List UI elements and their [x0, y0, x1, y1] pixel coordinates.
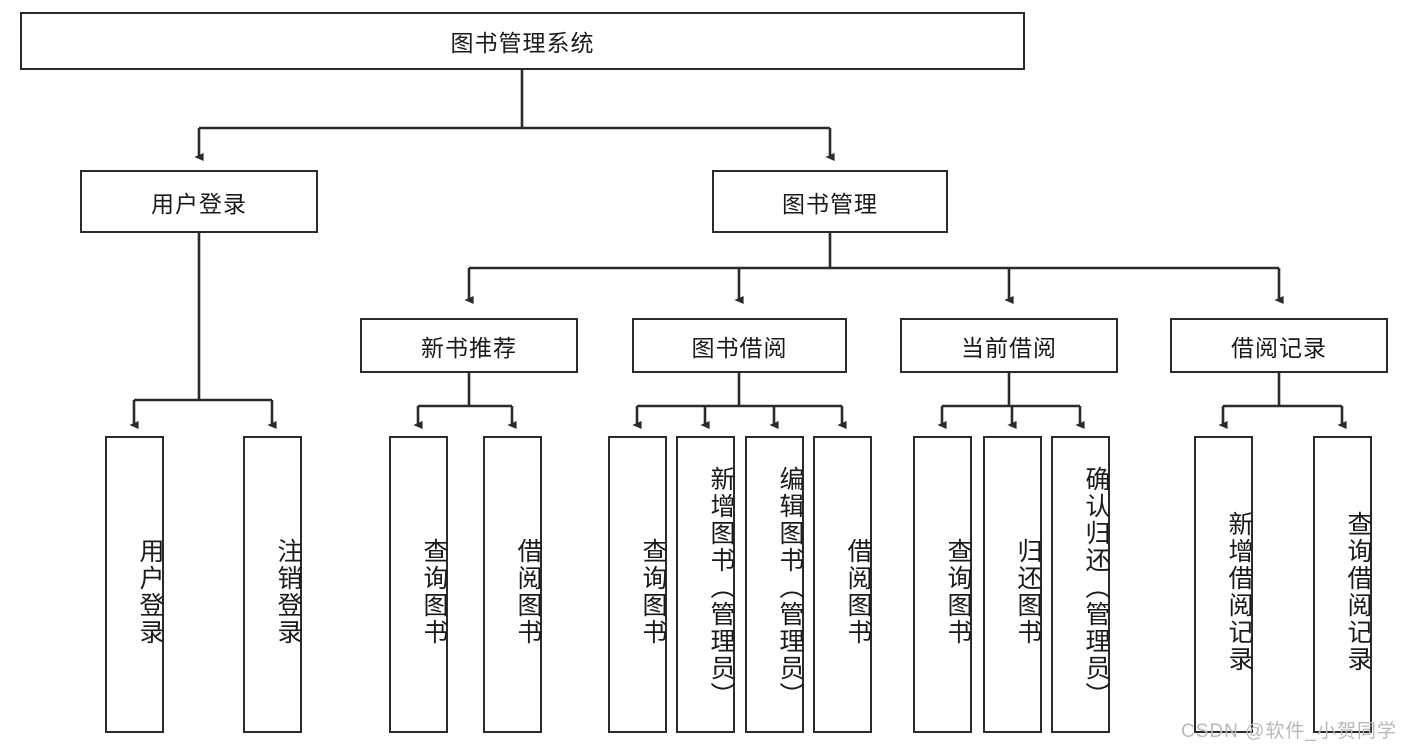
- node-leaf-user-login[interactable]: 用户登录: [105, 436, 164, 733]
- node-label: 用户登录: [136, 537, 164, 646]
- node-root-system[interactable]: 图书管理系统: [20, 12, 1025, 70]
- node-new-book-recommend[interactable]: 新书推荐: [360, 318, 578, 373]
- node-leaf-borrow-borrow-book[interactable]: 借阅图书: [813, 436, 872, 733]
- node-label: 确认归还（管理员）: [1082, 466, 1110, 709]
- node-borrow-record[interactable]: 借阅记录: [1170, 318, 1388, 373]
- node-label: 当前借阅: [961, 334, 1057, 361]
- node-leaf-borrow-edit-book[interactable]: 编辑图书（管理员）: [745, 436, 804, 733]
- node-label: 借阅图书: [844, 537, 872, 646]
- node-label: 图书管理: [782, 190, 878, 217]
- node-label: 图书借阅: [691, 334, 788, 361]
- node-label: 查询借阅记录: [1344, 510, 1372, 673]
- node-book-management[interactable]: 图书管理: [712, 170, 948, 233]
- node-leaf-borrow-add-book[interactable]: 新增图书（管理员）: [676, 436, 735, 733]
- node-label: 编辑图书（管理员）: [776, 466, 804, 709]
- node-label: 注销登录: [274, 537, 302, 646]
- node-leaf-current-return-book[interactable]: 归还图书: [983, 436, 1042, 733]
- node-label: 新增图书（管理员）: [707, 466, 735, 709]
- node-label: 新增借阅记录: [1225, 510, 1253, 673]
- node-book-borrow[interactable]: 图书借阅: [632, 318, 847, 373]
- node-label: 查询图书: [944, 537, 972, 646]
- node-label: 图书管理系统: [450, 30, 595, 56]
- node-leaf-current-query-book[interactable]: 查询图书: [913, 436, 972, 733]
- node-user-login[interactable]: 用户登录: [80, 170, 318, 233]
- node-leaf-record-query[interactable]: 查询借阅记录: [1313, 436, 1372, 733]
- node-label: 借阅记录: [1231, 334, 1327, 361]
- node-leaf-recommend-borrow-book[interactable]: 借阅图书: [483, 436, 542, 733]
- node-label: 查询图书: [420, 537, 448, 646]
- node-label: 借阅图书: [514, 537, 542, 646]
- node-label: 用户登录: [151, 190, 247, 217]
- node-label: 新书推荐: [421, 334, 517, 361]
- node-label: 归还图书: [1014, 537, 1042, 646]
- node-leaf-recommend-query-book[interactable]: 查询图书: [389, 436, 448, 733]
- node-label: 查询图书: [639, 537, 667, 646]
- node-leaf-current-confirm-return[interactable]: 确认归还（管理员）: [1051, 436, 1110, 733]
- node-leaf-user-logout[interactable]: 注销登录: [243, 436, 302, 733]
- node-current-borrow[interactable]: 当前借阅: [900, 318, 1118, 373]
- watermark-text: CSDN @软件_小贺同学: [1181, 721, 1397, 742]
- node-leaf-borrow-query-book[interactable]: 查询图书: [608, 436, 667, 733]
- node-leaf-record-add[interactable]: 新增借阅记录: [1194, 436, 1253, 733]
